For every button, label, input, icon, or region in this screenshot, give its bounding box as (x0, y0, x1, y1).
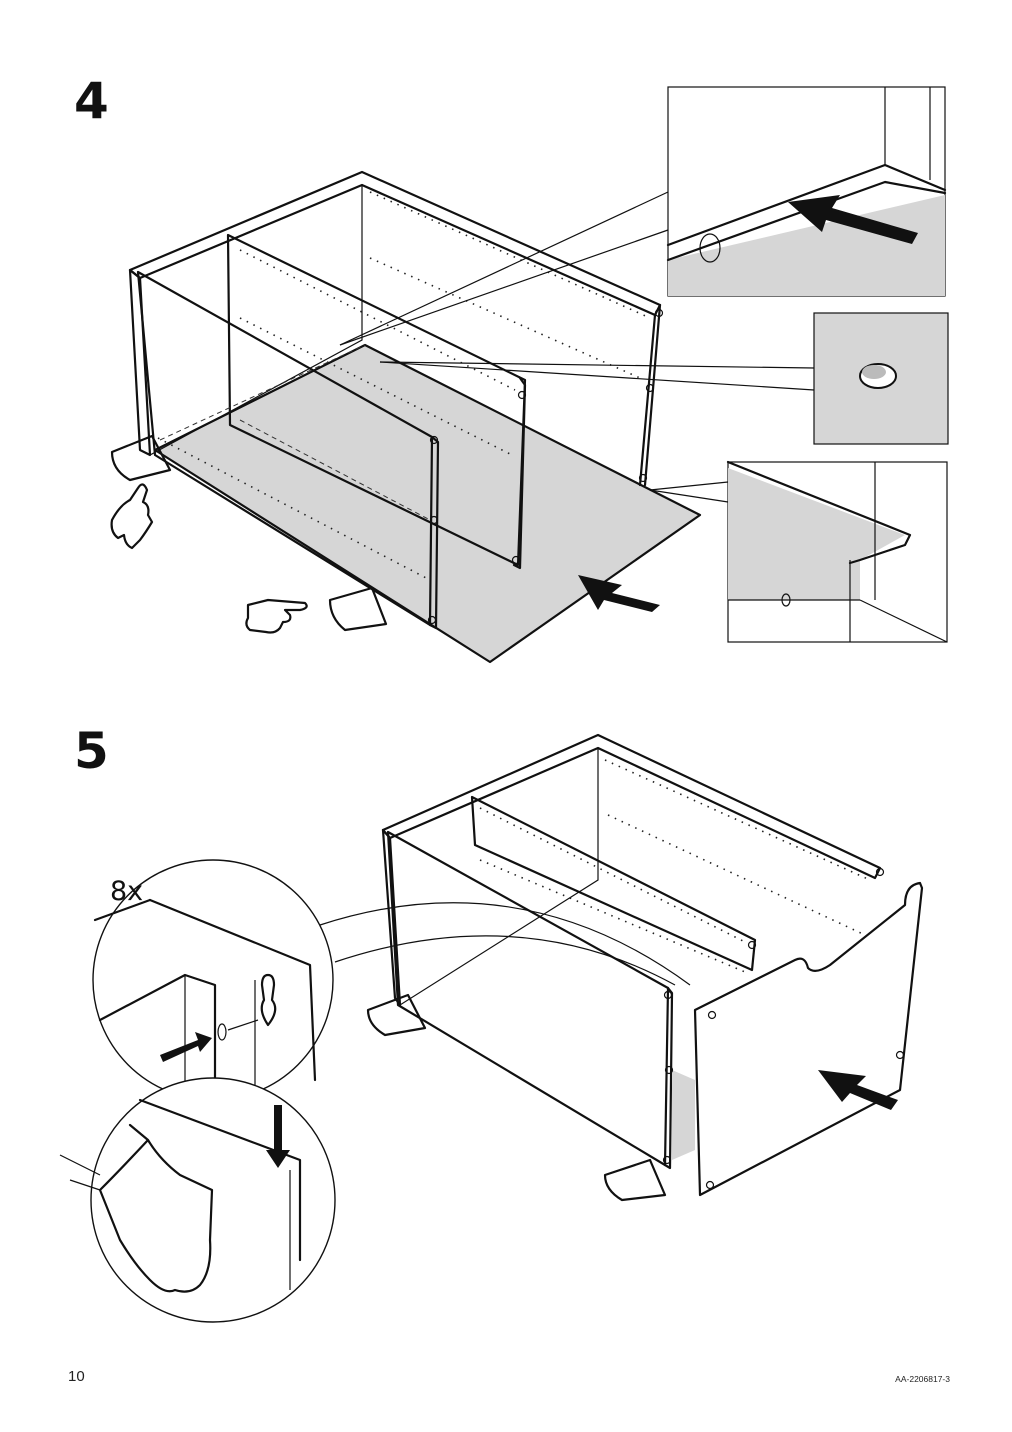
detail-hole-inset (813, 312, 949, 445)
bottom-panel (155, 345, 700, 662)
step-5-diagram (59, 733, 924, 1323)
document-code: AA-2206817-3 (895, 1374, 950, 1384)
step-4-number: 4 (74, 72, 109, 130)
hand-pointing-icon (245, 598, 308, 634)
step-4-diagram (110, 86, 949, 664)
quantity-label: 8x (110, 876, 144, 907)
front-panel (693, 881, 924, 1197)
step-5-number: 5 (74, 722, 109, 780)
page-number: 10 (68, 1368, 85, 1385)
push-arrow (578, 575, 660, 612)
detail-rail-inset (726, 460, 948, 643)
hand-press-icon (110, 483, 154, 550)
push-arrow (818, 1070, 898, 1110)
detail-slot-inset (666, 86, 947, 297)
hand-press-inset (59, 1077, 336, 1323)
